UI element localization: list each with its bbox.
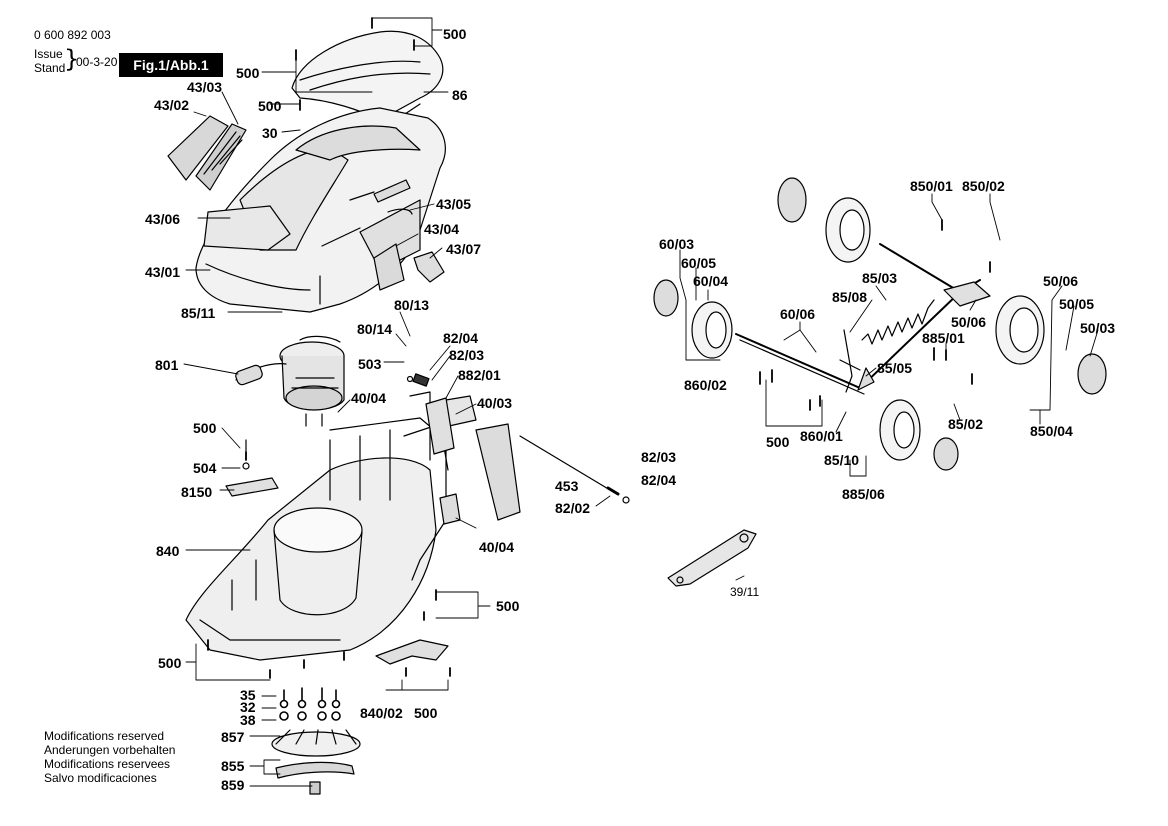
screws bbox=[207, 17, 991, 679]
note-line: Modifications reserved bbox=[44, 729, 165, 743]
part-label: 85/08 bbox=[832, 289, 868, 305]
part-label: 80/13 bbox=[394, 297, 430, 313]
part-label: 840/02 bbox=[360, 705, 403, 721]
modification-notes: Modifications reserved Anderungen vorbeh… bbox=[44, 729, 175, 785]
part-label: 40/04 bbox=[479, 539, 515, 555]
figure-label: Fig.1/Abb.1 bbox=[119, 53, 223, 77]
part-label: 43/01 bbox=[145, 264, 181, 280]
part-label: 885/06 bbox=[842, 486, 885, 502]
part-label: 453 bbox=[555, 478, 579, 494]
part-label: 850/02 bbox=[962, 178, 1005, 194]
part-label: 40/04 bbox=[351, 390, 387, 406]
part-label: 60/03 bbox=[659, 236, 695, 252]
part-label: 40/03 bbox=[477, 395, 513, 411]
part-number: 0 600 892 003 bbox=[34, 28, 111, 42]
part-label: 82/04 bbox=[443, 330, 479, 346]
part-label: 43/06 bbox=[145, 211, 181, 227]
note-line: Anderungen vorbehalten bbox=[44, 743, 176, 757]
handle-frame bbox=[735, 243, 991, 395]
part-label: 850/01 bbox=[910, 178, 953, 194]
part-label: 500 bbox=[193, 420, 217, 436]
part-label: 43/03 bbox=[187, 79, 223, 95]
part-label: 82/03 bbox=[449, 347, 485, 363]
part-label: 850/04 bbox=[1030, 423, 1073, 439]
part-label: 500 bbox=[443, 26, 467, 42]
issue-date: 00-3-20 bbox=[76, 55, 118, 69]
mower-deck bbox=[185, 391, 449, 661]
part-label: 39/11 bbox=[730, 585, 760, 599]
part-label: 500 bbox=[766, 434, 790, 450]
part-label: 43/02 bbox=[154, 97, 190, 113]
spring bbox=[861, 299, 935, 345]
part-label: 50/05 bbox=[1059, 296, 1095, 312]
part-label: 85/05 bbox=[877, 360, 913, 376]
part-label: 882/01 bbox=[458, 367, 501, 383]
part-label: 860/01 bbox=[800, 428, 843, 444]
leader-lines bbox=[183, 17, 1099, 787]
part-label: 840 bbox=[156, 543, 180, 559]
part-label: 85/03 bbox=[862, 270, 898, 286]
part-label: 82/03 bbox=[641, 449, 677, 465]
part-label: 504 bbox=[193, 460, 217, 476]
wheels bbox=[653, 177, 1107, 471]
part-label: 32 bbox=[240, 699, 256, 715]
part-label: 86 bbox=[452, 87, 468, 103]
side-guides bbox=[425, 395, 521, 525]
part-label: 885/01 bbox=[922, 330, 965, 346]
part-label: 500 bbox=[496, 598, 520, 614]
part-label: 82/04 bbox=[641, 472, 677, 488]
note-line: Modifications reservees bbox=[44, 757, 171, 771]
part-label: 82/02 bbox=[555, 500, 591, 516]
note-line: Salvo modificaciones bbox=[44, 771, 157, 785]
part-label: 859 bbox=[221, 777, 245, 793]
part-label: 500 bbox=[258, 98, 282, 114]
part-label: 43/04 bbox=[424, 221, 460, 237]
part-label: 85/10 bbox=[824, 452, 860, 468]
part-label: 60/04 bbox=[693, 273, 729, 289]
part-label: 50/06 bbox=[951, 314, 987, 330]
part-label: 85/02 bbox=[948, 416, 984, 432]
part-label: 503 bbox=[358, 356, 382, 372]
issue-label: Issue bbox=[34, 47, 63, 61]
bolts bbox=[279, 687, 341, 721]
part-label: 500 bbox=[414, 705, 438, 721]
spanner bbox=[667, 529, 757, 587]
filter-panels bbox=[167, 115, 247, 191]
small-plates bbox=[373, 243, 445, 291]
motor bbox=[235, 335, 345, 427]
part-label: 857 bbox=[221, 729, 245, 745]
part-label: 35 bbox=[240, 687, 256, 703]
part-label: 500 bbox=[236, 65, 260, 81]
part-label: 500 bbox=[158, 655, 182, 671]
part-label: 30 bbox=[262, 125, 278, 141]
part-label: 8150 bbox=[181, 484, 213, 500]
part-label: 801 bbox=[155, 357, 179, 373]
part-label: 50/03 bbox=[1080, 320, 1116, 336]
part-label: 60/06 bbox=[780, 306, 816, 322]
part-label: 860/02 bbox=[684, 377, 727, 393]
part-label: 43/05 bbox=[436, 196, 472, 212]
part-label: 43/07 bbox=[446, 241, 482, 257]
part-label: 50/06 bbox=[1043, 273, 1079, 289]
part-label: 60/05 bbox=[681, 255, 717, 271]
fan-blade bbox=[271, 729, 361, 795]
stand-label: Stand bbox=[34, 61, 66, 75]
part-label: 85/11 bbox=[181, 305, 216, 321]
part-label: 855 bbox=[221, 758, 245, 774]
part-label: 38 bbox=[240, 712, 256, 728]
brace-glyph: } bbox=[64, 45, 80, 73]
axle-rod bbox=[406, 373, 630, 504]
deflector bbox=[375, 639, 449, 665]
part-label: 80/14 bbox=[357, 321, 393, 337]
